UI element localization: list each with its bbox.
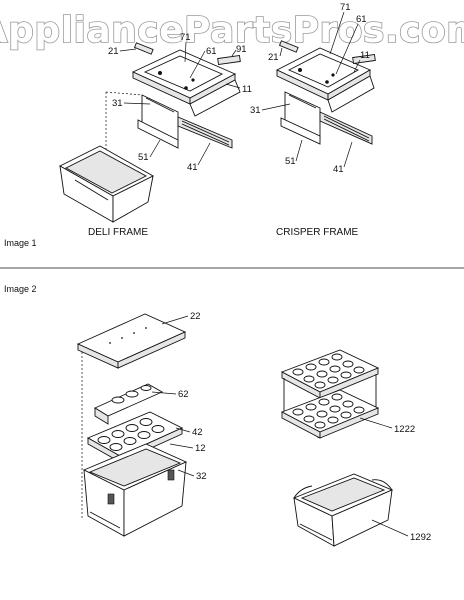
deli-callouts: 21 71 61 91 11 31 51 41 (108, 32, 252, 173)
crisper-tray (292, 473, 394, 547)
callout-22: 22 (190, 311, 201, 322)
callout-71: 71 (180, 32, 191, 43)
callout-21: 21 (108, 46, 119, 57)
callout-11: 11 (360, 50, 370, 61)
callout-61: 61 (206, 46, 217, 57)
deli-frame-caption: DELI FRAME (88, 227, 148, 238)
callout-1222: 1222 (394, 424, 415, 435)
callout-31: 31 (250, 105, 261, 116)
deli-frame-assembly (59, 42, 241, 223)
callout-11: 11 (242, 84, 252, 95)
callout-31: 31 (112, 98, 123, 109)
callout-62: 62 (178, 389, 189, 400)
crisper-frame-caption: CRISPER FRAME (276, 227, 359, 238)
callout-91: 91 (236, 44, 247, 55)
crisper-frame-assembly (275, 40, 376, 145)
callout-41: 41 (333, 164, 344, 175)
watermark-text: AppliancePartsPros.com (0, 10, 464, 51)
callout-21: 21 (268, 52, 279, 63)
callout-42: 42 (192, 427, 203, 438)
callout-71: 71 (340, 2, 351, 13)
egg-rack-assembly (280, 349, 380, 439)
image-2-label: Image 2 (4, 284, 37, 294)
callout-51: 51 (138, 152, 149, 163)
egg-bin-assembly (76, 313, 188, 537)
callout-12: 12 (195, 443, 206, 454)
callout-61: 61 (356, 14, 367, 25)
image-1-label: Image 1 (4, 238, 37, 248)
crisper-callouts: 71 61 21 11 31 51 41 (250, 2, 370, 175)
callout-32: 32 (196, 471, 207, 482)
callout-1292: 1292 (410, 532, 431, 543)
callout-41: 41 (187, 162, 198, 173)
left-stack-callouts: 22 62 42 12 32 (151, 311, 207, 482)
callout-51: 51 (285, 156, 296, 167)
